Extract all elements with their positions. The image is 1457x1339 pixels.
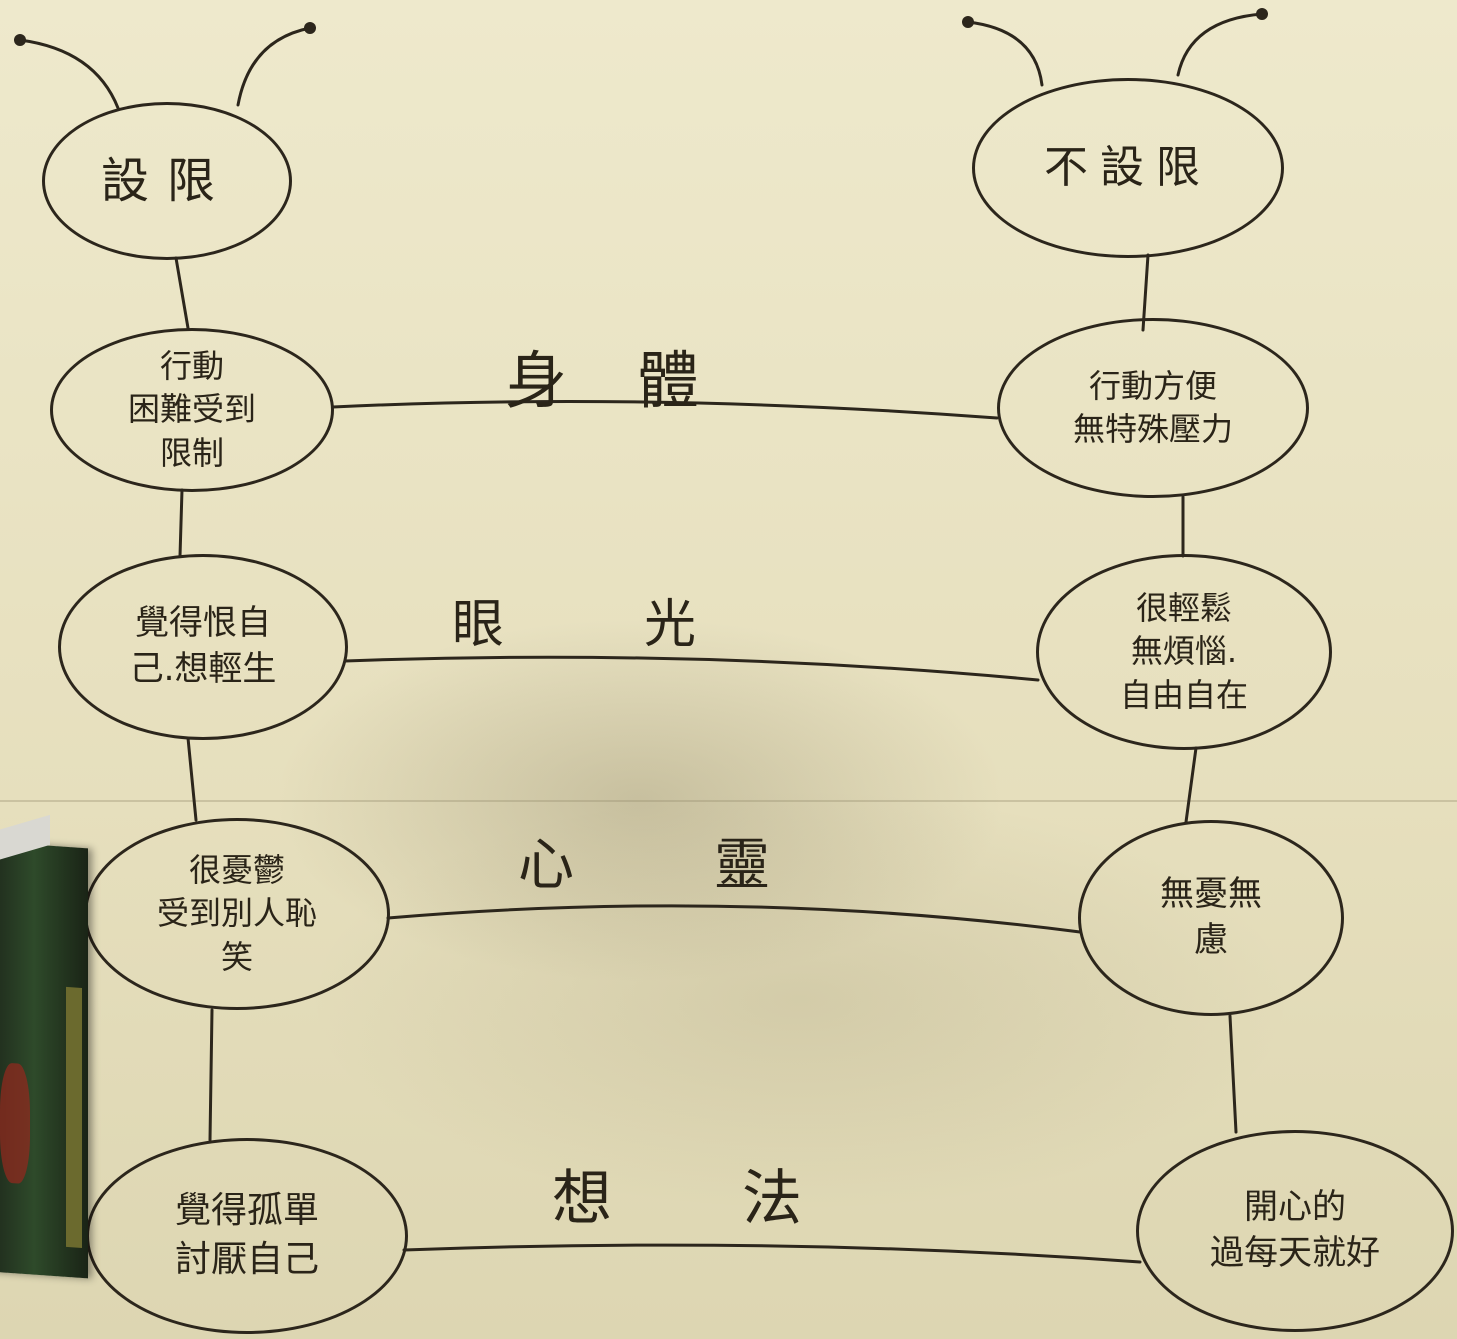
label-vision: 眼光 [452, 595, 837, 655]
antenna-dot-4 [1256, 8, 1268, 20]
antenna-dot-1 [14, 34, 26, 46]
vision-link [343, 655, 1040, 682]
left-link-3 [186, 736, 198, 822]
antenna-dot-2 [304, 22, 316, 34]
node-no-limit-text: 不設限 [1044, 142, 1212, 194]
right-link-3 [1184, 746, 1198, 824]
label-thought: 想法 [552, 1164, 932, 1234]
node-right-thought: 開心的 過每天就好 [1136, 1130, 1454, 1332]
node-left-thought-text: 覺得孤單 討厭自己 [174, 1190, 319, 1280]
label-body: 身體 [505, 344, 770, 417]
right-antenna-1 [966, 20, 1044, 87]
right-link-4 [1228, 1014, 1238, 1134]
body-link [331, 400, 999, 420]
book-corner [0, 814, 88, 1279]
label-mind: 心靈 [518, 833, 910, 898]
paper-fold [0, 800, 1457, 802]
right-link-1 [1141, 253, 1150, 332]
left-antenna-2 [236, 26, 312, 107]
node-right-mind-text: 無憂無 慮 [1160, 874, 1262, 960]
node-limit-text: 設限 [100, 152, 233, 209]
node-left-body: 行動 困難受到 限制 [50, 328, 334, 492]
left-link-1 [174, 256, 190, 330]
antenna-dot-3 [962, 16, 974, 28]
node-right-body: 行動方便 無特殊壓力 [997, 318, 1309, 498]
book-cover-art [0, 1062, 30, 1185]
node-left-mind: 很憂鬱 受到別人恥 笑 [84, 818, 390, 1010]
left-link-4 [208, 1008, 214, 1142]
node-left-mind-text: 很憂鬱 受到別人恥 笑 [156, 851, 317, 976]
mind-link [386, 904, 1082, 934]
node-left-vision: 覺得恨自 己.想輕生 [58, 554, 348, 740]
node-left-vision-text: 覺得恨自 己.想輕生 [129, 603, 277, 689]
node-left-body-text: 行動 困難受到 限制 [127, 347, 256, 472]
node-right-vision: 很輕鬆 無煩惱. 自由自在 [1036, 554, 1332, 750]
node-right-vision-text: 很輕鬆 無煩惱. 自由自在 [1119, 589, 1248, 714]
left-link-2 [178, 488, 184, 558]
right-antenna-2 [1176, 12, 1264, 77]
thought-link [402, 1243, 1142, 1264]
node-right-thought-text: 開心的 過每天就好 [1210, 1187, 1380, 1273]
book-spine [66, 986, 82, 1249]
node-left-thought: 覺得孤單 討厭自己 [86, 1138, 408, 1334]
node-right-mind: 無憂無 慮 [1078, 820, 1344, 1016]
node-right-body-text: 行動方便 無特殊壓力 [1072, 366, 1233, 448]
node-no-limit: 不設限 [972, 78, 1284, 258]
left-antenna-1 [18, 38, 120, 110]
node-limit: 設限 [42, 102, 292, 260]
